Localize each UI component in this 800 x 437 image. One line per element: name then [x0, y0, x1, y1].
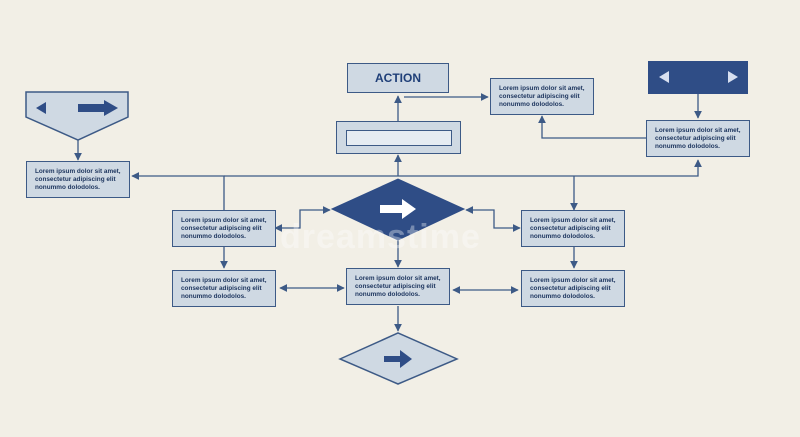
text-box-top: Lorem ipsum dolor sit amet, consectetur …	[490, 78, 594, 115]
text-line: consectetur adipiscing elit	[530, 285, 611, 292]
text-line: consectetur adipiscing elit	[355, 283, 436, 290]
text-line: consectetur adipiscing elit	[499, 93, 580, 100]
connector	[274, 206, 331, 232]
text-box-mid-left: Lorem ipsum dolor sit amet, consectetur …	[172, 210, 276, 247]
text-line: Lorem ipsum dolor sit amet,	[181, 217, 267, 224]
empty-process-box	[336, 121, 461, 154]
text-box-center: Lorem ipsum dolor sit amet, consectetur …	[346, 268, 450, 305]
text-line: consectetur adipiscing elit	[35, 176, 116, 183]
text-line: Lorem ipsum dolor sit amet,	[499, 85, 585, 92]
arrow-right-icon	[384, 350, 412, 368]
text-line: Lorem ipsum dolor sit amet,	[530, 217, 616, 224]
text-line: Lorem ipsum dolor sit amet,	[355, 275, 441, 282]
arrow-right-icon	[78, 100, 118, 116]
text-box-right-upper: Lorem ipsum dolor sit amet, consectetur …	[646, 120, 750, 157]
text-line: Lorem ipsum dolor sit amet,	[35, 168, 121, 175]
text-box-mid-right: Lorem ipsum dolor sit amet, consectetur …	[521, 210, 625, 247]
text-box-low-left: Lorem ipsum dolor sit amet, consectetur …	[172, 270, 276, 307]
text-line: Lorem ipsum dolor sit amet,	[181, 277, 267, 284]
watermark: dreamstime	[280, 218, 481, 256]
action-label: ACTION	[375, 71, 421, 85]
connector	[131, 172, 225, 210]
text-line: nonummo dolodolos.	[181, 293, 246, 300]
text-line: Lorem ipsum dolor sit amet,	[530, 277, 616, 284]
text-box-low-right: Lorem ipsum dolor sit amet, consectetur …	[521, 270, 625, 307]
inner-input-shape	[346, 130, 452, 146]
connector	[465, 206, 521, 232]
connector	[538, 115, 646, 139]
text-line: consectetur adipiscing elit	[530, 225, 611, 232]
text-line: nonummo dolodolos.	[35, 184, 100, 191]
play-left-icon	[659, 71, 669, 83]
text-line: consectetur adipiscing elit	[181, 285, 262, 292]
text-line: Lorem ipsum dolor sit amet,	[655, 127, 741, 134]
text-line: nonummo dolodolos.	[530, 233, 595, 240]
text-box-left: Lorem ipsum dolor sit amet, consectetur …	[26, 161, 130, 198]
arrow-left-icon	[36, 102, 46, 114]
text-line: nonummo dolodolos.	[530, 293, 595, 300]
text-line: nonummo dolodolos.	[655, 143, 720, 150]
play-right-icon	[728, 71, 738, 83]
text-line: nonummo dolodolos.	[355, 291, 420, 298]
connector	[574, 159, 702, 177]
left-pentagon-shape	[25, 91, 129, 141]
text-line: nonummo dolodolos.	[181, 233, 246, 240]
text-line: nonummo dolodolos.	[499, 101, 564, 108]
text-line: consectetur adipiscing elit	[655, 135, 736, 142]
text-line: consectetur adipiscing elit	[181, 225, 262, 232]
action-box: ACTION	[347, 63, 449, 93]
arrow-right-icon	[380, 199, 416, 219]
